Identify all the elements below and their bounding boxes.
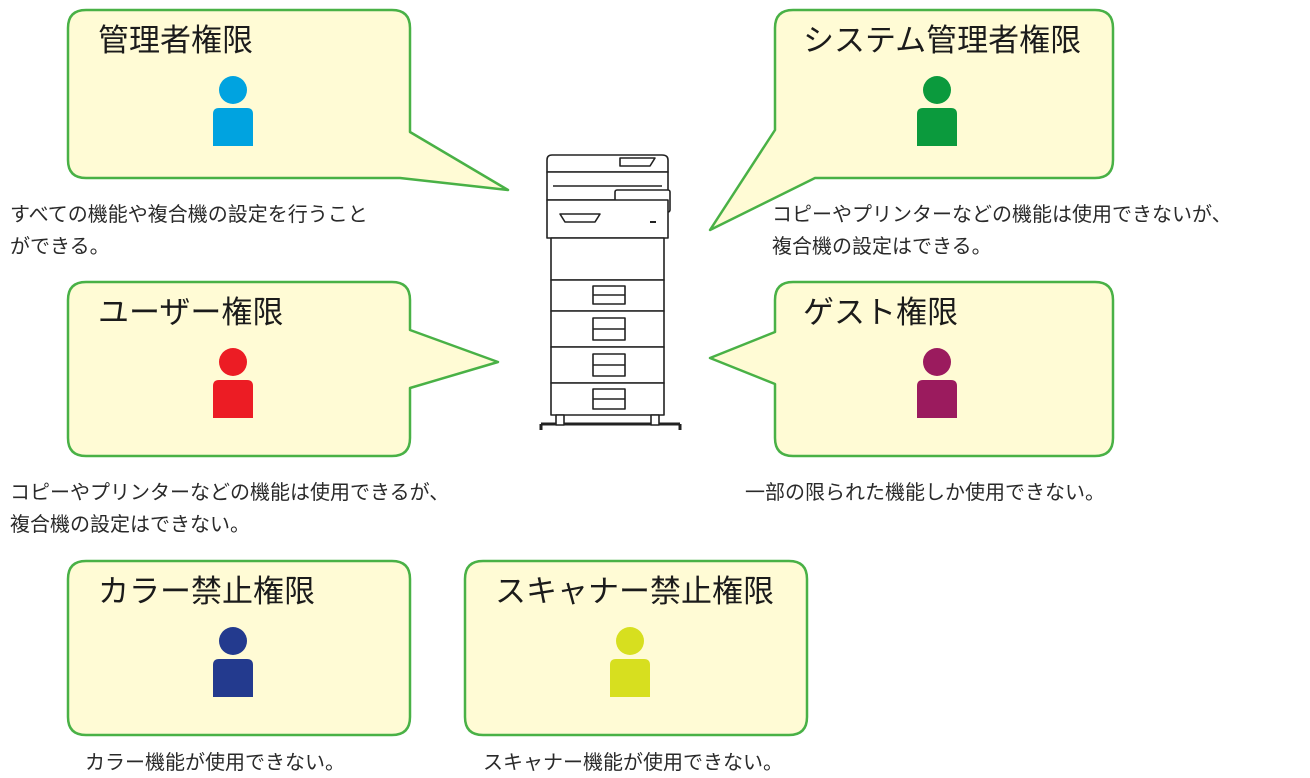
person-icon-admin bbox=[213, 76, 253, 146]
description-line: 複合機の設定はできる。 bbox=[772, 234, 992, 258]
role-description-guest: 一部の限られた機能しか使用できない。 bbox=[745, 476, 1105, 508]
multifunction-printer-icon bbox=[539, 154, 682, 430]
person-icon-user bbox=[213, 348, 253, 418]
person-icon-scanner-prohibited bbox=[610, 627, 650, 697]
role-title-system-admin: システム管理者権限 bbox=[803, 23, 1082, 59]
description-line: すべての機能や複合機の設定を行うこと bbox=[10, 202, 368, 226]
role-description-color-prohibited: カラー機能が使用できない。 bbox=[85, 746, 345, 778]
description-line: カラー機能が使用できない。 bbox=[85, 750, 345, 774]
role-title-color-prohibited: カラー禁止権限 bbox=[98, 574, 315, 610]
person-icon-guest bbox=[917, 348, 957, 418]
bubble-guest bbox=[708, 280, 1115, 458]
person-icon-color-prohibited bbox=[213, 627, 253, 697]
description-line: コピーやプリンターなどの機能は使用できないが、 bbox=[772, 202, 1232, 226]
bubble-admin bbox=[66, 8, 510, 192]
role-description-user: コピーやプリンターなどの機能は使用できるが、 複合機の設定はできない。 bbox=[10, 476, 449, 540]
description-line: 一部の限られた機能しか使用できない。 bbox=[745, 480, 1105, 504]
role-description-scanner-prohibited: スキャナー機能が使用できない。 bbox=[483, 746, 783, 778]
description-line: 複合機の設定はできない。 bbox=[10, 512, 250, 536]
bubble-user bbox=[66, 280, 500, 458]
description-line: ができる。 bbox=[10, 234, 110, 258]
role-title-admin: 管理者権限 bbox=[98, 23, 253, 59]
role-title-guest: ゲスト権限 bbox=[803, 295, 958, 331]
role-title-scanner-prohibited: スキャナー禁止権限 bbox=[495, 574, 774, 610]
description-line: スキャナー機能が使用できない。 bbox=[483, 750, 783, 774]
role-description-admin: すべての機能や複合機の設定を行うこと ができる。 bbox=[10, 198, 368, 262]
person-icon-system-admin bbox=[917, 76, 957, 146]
description-line: コピーやプリンターなどの機能は使用できるが、 bbox=[10, 480, 450, 504]
bubble-system-admin bbox=[708, 8, 1115, 232]
role-title-user: ユーザー権限 bbox=[98, 295, 284, 331]
role-description-system-admin: コピーやプリンターなどの機能は使用できないが、 複合機の設定はできる。 bbox=[772, 198, 1232, 262]
